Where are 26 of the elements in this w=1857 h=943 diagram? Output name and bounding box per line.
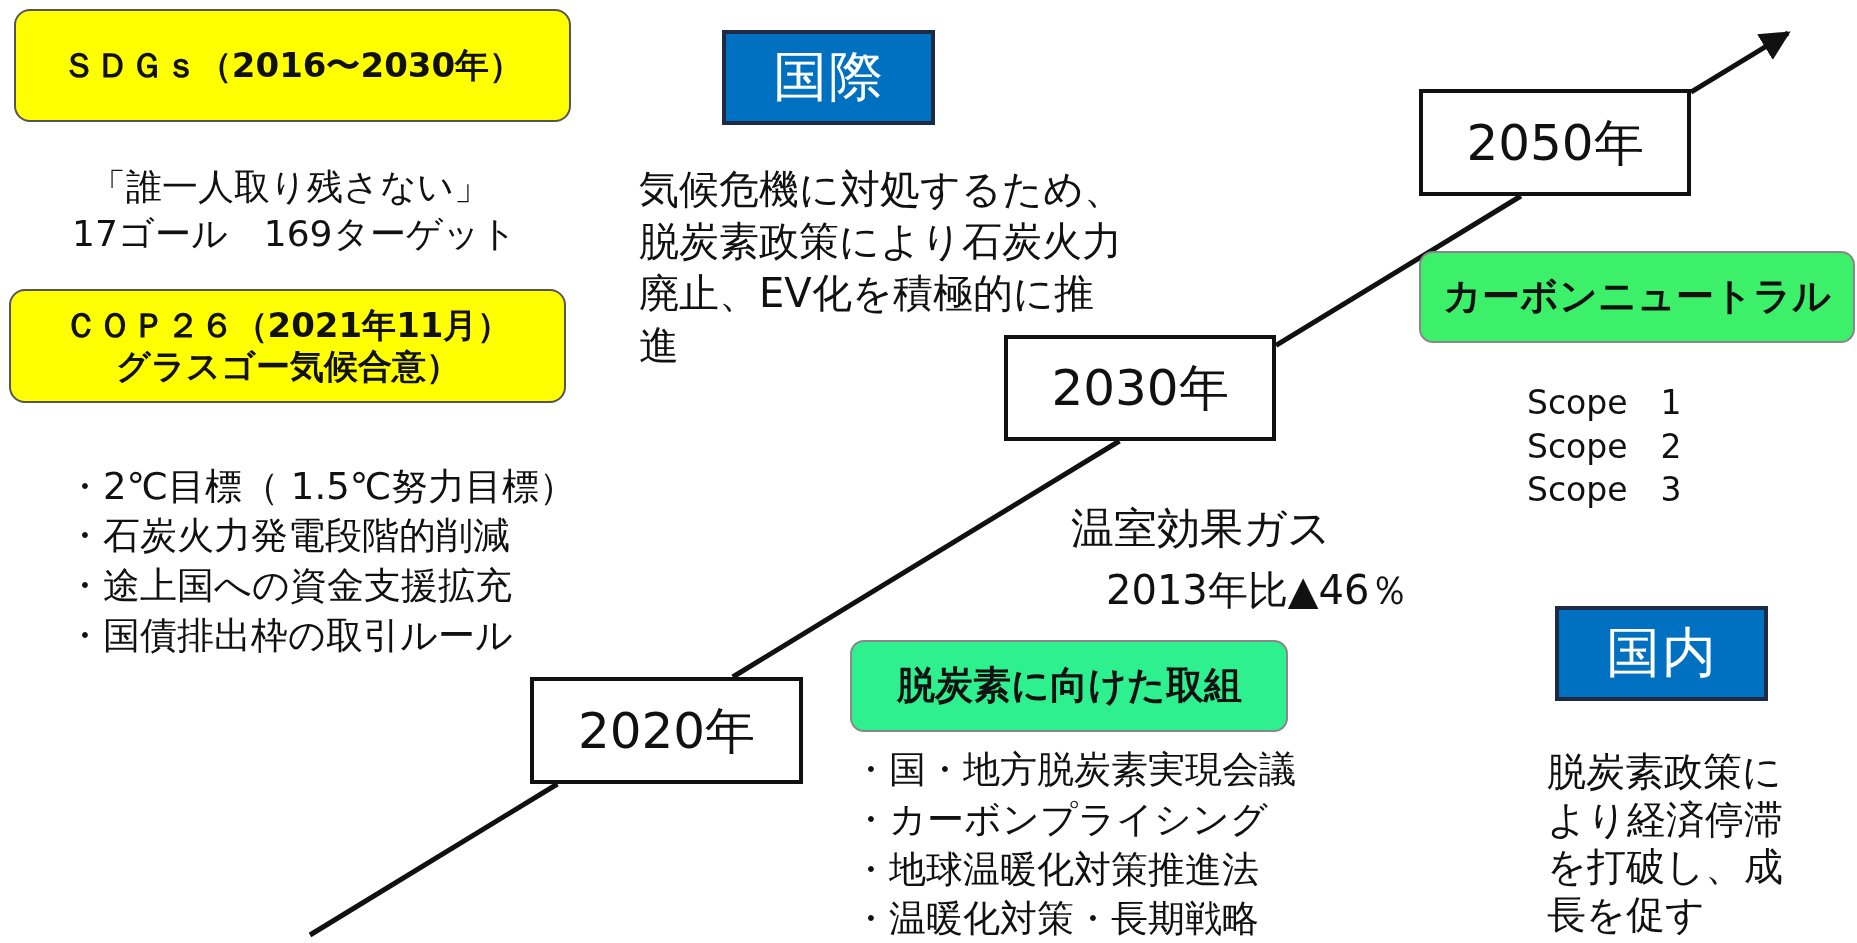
heading-box: 脱炭素に向けた取組 <box>850 640 1288 732</box>
heading-box: 国際 <box>722 30 935 125</box>
year-box: 2020年 <box>530 677 803 784</box>
scope-text: Scope 3 <box>1527 470 1682 510</box>
heading-text: 温室効果ガス <box>1071 503 1331 555</box>
heading-box: カーボンニュートラル <box>1419 251 1855 343</box>
heading-box: ＣＯＰ２６（2021年11月） グラスゴー気候合意） <box>9 289 566 403</box>
year-box: 2030年 <box>1004 335 1276 441</box>
bullet-text: ・地球温暖化対策推進法 <box>852 848 1259 893</box>
bullet-text: ・2℃目標（ 1.5℃努力目標） <box>66 465 577 510</box>
bullet-text: ・国債排出枠の取引ルール <box>66 614 513 659</box>
bullet-text: ・カーボンプライシング <box>852 798 1268 843</box>
bullet-text: ・石炭火力発電段階的削減 <box>66 514 510 559</box>
reduction-text: 2013年比▲46％ <box>1106 566 1410 614</box>
bullet-text: ・途上国への資金支援拡充 <box>66 564 512 609</box>
scope-text: Scope 1 <box>1527 383 1682 423</box>
heading-box: 国内 <box>1555 606 1768 701</box>
bullet-text: ・国・地方脱炭素実現会議 <box>852 748 1296 793</box>
heading-box: ＳＤＧｓ（2016〜2030年） <box>14 9 571 122</box>
scope-text: Scope 2 <box>1527 427 1682 467</box>
goal-count-text: 17ゴール 169ターゲット <box>72 212 517 256</box>
year-box: 2050年 <box>1419 89 1691 196</box>
slogan-text: 「誰一人取り残さない」 <box>90 165 490 209</box>
bullet-text: ・温暖化対策・長期戦略 <box>852 897 1259 942</box>
timeline-arrow <box>1689 30 1791 95</box>
paragraph-text: 脱炭素政策により経済停滞を打破し、成長を促す <box>1547 748 1784 939</box>
